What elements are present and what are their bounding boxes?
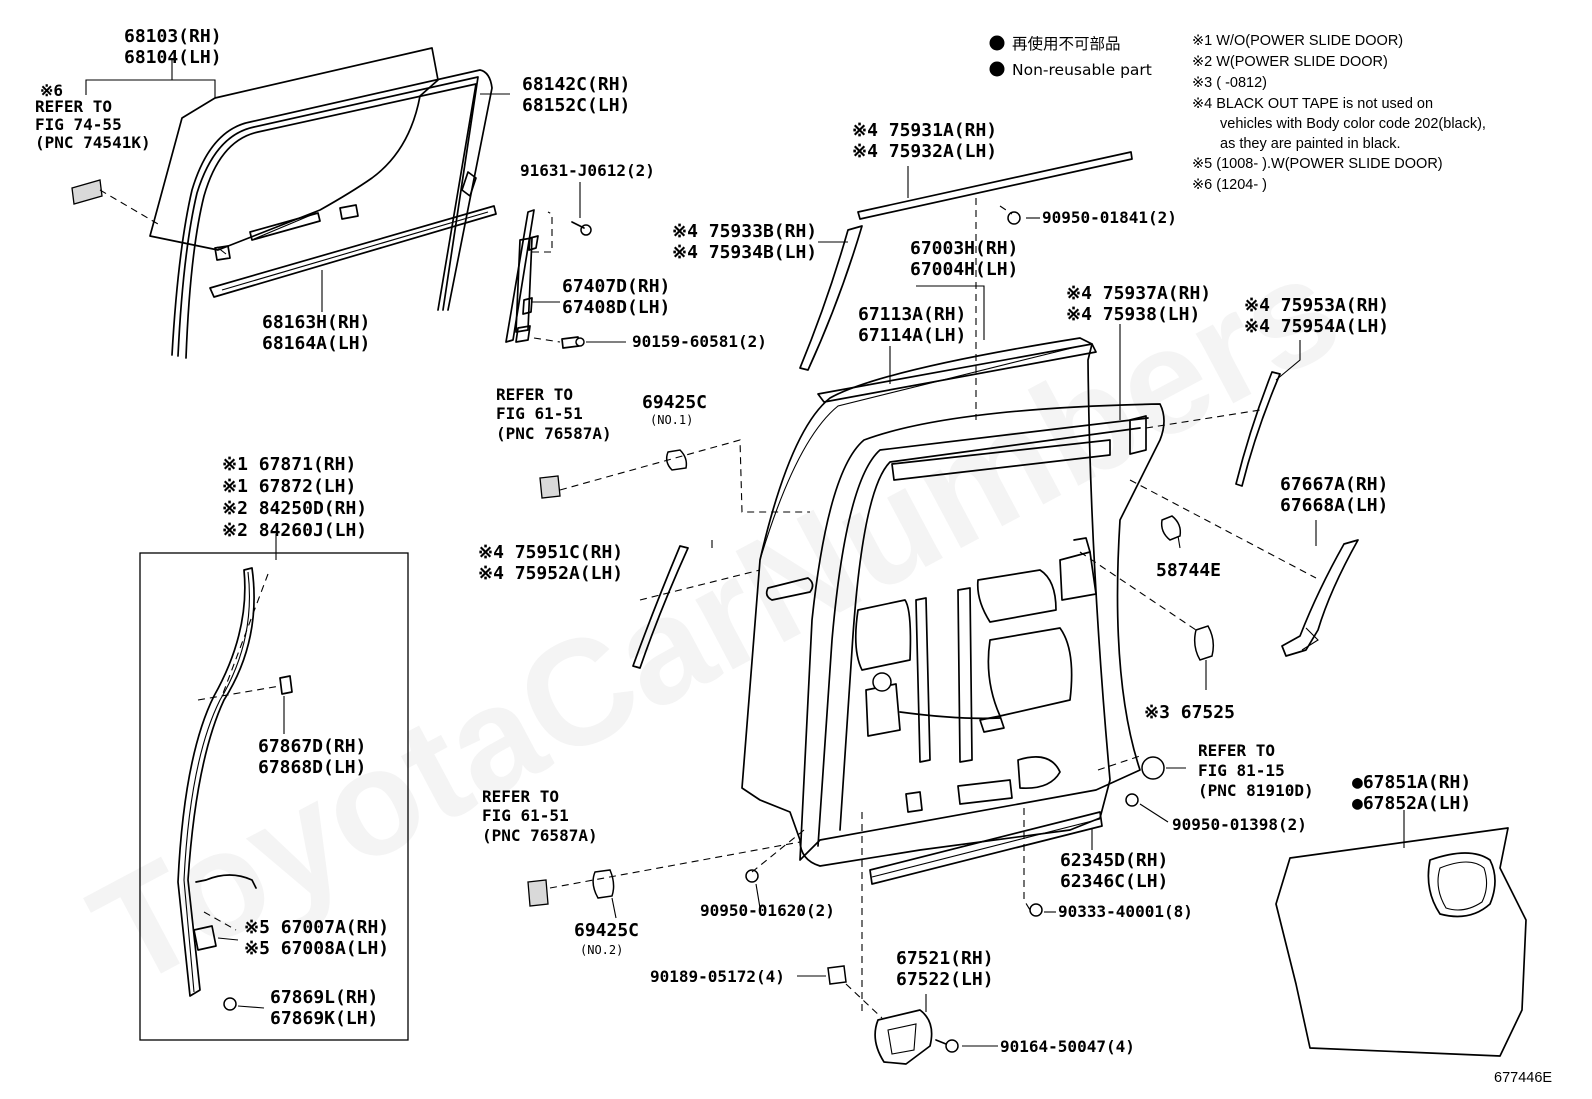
label-box-3: ※2 84250D(RH)	[222, 498, 367, 519]
label-weatherstrip-low-lh: 62346C(LH)	[1060, 871, 1168, 892]
door-body	[741, 337, 1165, 885]
note-5: ※5 (1008- ).W(POWER SLIDE DOOR)	[1192, 156, 1443, 172]
label-box-4: ※2 84260J(LH)	[222, 520, 367, 541]
label-refer-glass-note: ※6	[40, 81, 63, 100]
label-bumper1-sub: (NO.1)	[650, 413, 693, 427]
label-refer-mid-3: (PNC 81910D)	[1198, 781, 1314, 800]
label-clip-box2-lh: 67869K(LH)	[270, 1008, 378, 1029]
label-service-hole-rh: ●67851A(RH)	[1352, 772, 1471, 793]
label-weatherstrip-rh: 68163H(RH)	[262, 312, 370, 333]
label-bolt2: 90159-60581(2)	[632, 332, 767, 351]
label-cover-rear-lh: 67668A(LH)	[1280, 495, 1388, 516]
label-protector-lh: ※5 67008A(LH)	[244, 938, 389, 959]
label-door-panel-lh: 67004H(LH)	[910, 259, 1018, 280]
glass-assembly	[71, 47, 497, 359]
label-clip-box2-rh: 67869L(RH)	[270, 987, 378, 1008]
label-glass-rh: 68103(RH)	[124, 26, 222, 47]
boxed-weatherstrip	[177, 567, 293, 1011]
label-clip-box-lh: 67868D(LH)	[258, 757, 366, 778]
label-tape-rear-lh: ※4 75954A(LH)	[1244, 316, 1389, 337]
label-bumper1: 69425C	[642, 392, 707, 413]
note-4: ※4 BLACK OUT TAPE is not used on	[1192, 96, 1433, 112]
label-service-hole-lh: ●67852A(LH)	[1352, 793, 1471, 814]
figure-id: 677446E	[1494, 1070, 1552, 1086]
label-clip-box-rh: 67867D(RH)	[258, 736, 366, 757]
label-refer-top-3: (PNC 76587A)	[496, 424, 612, 443]
label-tape-lower-rh: ※4 75951C(RH)	[478, 542, 623, 563]
label-refer-mid-1: REFER TO	[1198, 741, 1275, 760]
label-bolt3: 90189-05172(4)	[650, 967, 785, 986]
label-plug2: ※3 67525	[1144, 702, 1235, 723]
label-cover-rear-rh: 67667A(RH)	[1280, 474, 1388, 495]
notes: ※1 W/O(POWER SLIDE DOOR) ※2 W(POWER SLID…	[1192, 33, 1486, 193]
non-reusable-bullet-icon	[989, 61, 1005, 77]
sub-assembly-frame	[139, 552, 409, 1041]
label-tape-front-lh: ※4 75934B(LH)	[672, 242, 817, 263]
channel-assembly	[505, 209, 592, 349]
label-tape-front-rh: ※4 75933B(RH)	[672, 221, 817, 242]
label-bolt4: 90164-50047(4)	[1000, 1037, 1135, 1056]
label-refer-glass-1: REFER TO	[35, 97, 112, 116]
label-refer-mid-2: FIG 81-15	[1198, 761, 1285, 780]
label-tape-top-rh: ※4 75931A(RH)	[852, 120, 997, 141]
label-box-2: ※1 67872(LH)	[222, 476, 356, 497]
label-door-frame-lh: 67114A(LH)	[858, 325, 966, 346]
label-refer-top-1: REFER TO	[496, 385, 573, 404]
label-bumper2-sub: (NO.2)	[580, 943, 623, 957]
dashed-lines	[197, 198, 1317, 1019]
label-bumper2: 69425C	[574, 920, 639, 941]
note-4c: as they are painted in black.	[1220, 136, 1401, 152]
label-tape-lower-lh: ※4 75952A(LH)	[478, 563, 623, 584]
part-labels: 68103(RH) 68104(LH) ※6 REFER TO FIG 74-5…	[35, 26, 1552, 1086]
note-1: ※1 W/O(POWER SLIDE DOOR)	[1192, 33, 1403, 49]
label-channel-rh: 67407D(RH)	[562, 276, 670, 297]
legend-jp: 再使用不可部品	[1012, 35, 1121, 53]
label-hinge-rh: 67521(RH)	[896, 948, 994, 969]
label-tape-center-lh: ※4 75938(LH)	[1066, 304, 1200, 325]
label-glass-lh: 68104(LH)	[124, 47, 222, 68]
label-refer-glass-2: FIG 74-55	[35, 115, 122, 134]
note-6: ※6 (1204- )	[1192, 177, 1267, 193]
label-plug5: 90333-40001(8)	[1058, 902, 1193, 921]
leader-lines	[85, 58, 1405, 1047]
note-3: ※3 ( -0812)	[1192, 75, 1267, 91]
label-door-panel-rh: 67003H(RH)	[910, 238, 1018, 259]
label-plug4: 90950-01620(2)	[700, 901, 835, 920]
legend-en: Non-reusable part	[1012, 61, 1152, 79]
note-4b: vehicles with Body color code 202(black)…	[1220, 116, 1486, 132]
label-plug3: 90950-01398(2)	[1172, 815, 1307, 834]
label-clip-top: 90950-01841(2)	[1042, 208, 1177, 227]
label-tape-rear-rh: ※4 75953A(RH)	[1244, 295, 1389, 316]
label-refer-low-2: FIG 61-51	[482, 806, 569, 825]
label-weatherstrip-low-rh: 62345D(RH)	[1060, 850, 1168, 871]
label-refer-glass-3: (PNC 74541K)	[35, 133, 151, 152]
label-run-rh: 68142C(RH)	[522, 74, 630, 95]
non-reusable-bullet-icon	[989, 35, 1005, 51]
small-parts	[527, 211, 1043, 1065]
legend: 再使用不可部品 Non-reusable part	[989, 35, 1152, 79]
note-2: ※2 W(POWER SLIDE DOOR)	[1192, 54, 1388, 70]
label-refer-low-3: (PNC 76587A)	[482, 826, 598, 845]
tapes	[632, 151, 1281, 669]
label-tape-top-lh: ※4 75932A(LH)	[852, 141, 997, 162]
label-tape-center-rh: ※4 75937A(RH)	[1066, 283, 1211, 304]
label-hinge-lh: 67522(LH)	[896, 969, 994, 990]
label-refer-top-2: FIG 61-51	[496, 404, 583, 423]
label-run-lh: 68152C(LH)	[522, 95, 630, 116]
rear-cover	[1125, 515, 1527, 1057]
label-protector-rh: ※5 67007A(RH)	[244, 917, 389, 938]
label-bolt1: 91631-J0612(2)	[520, 161, 655, 180]
label-refer-low-1: REFER TO	[482, 787, 559, 806]
label-plug1: 58744E	[1156, 560, 1221, 581]
label-box-1: ※1 67871(RH)	[222, 454, 356, 475]
label-door-frame-rh: 67113A(RH)	[858, 304, 966, 325]
label-weatherstrip-lh: 68164A(LH)	[262, 333, 370, 354]
label-channel-lh: 67408D(LH)	[562, 297, 670, 318]
